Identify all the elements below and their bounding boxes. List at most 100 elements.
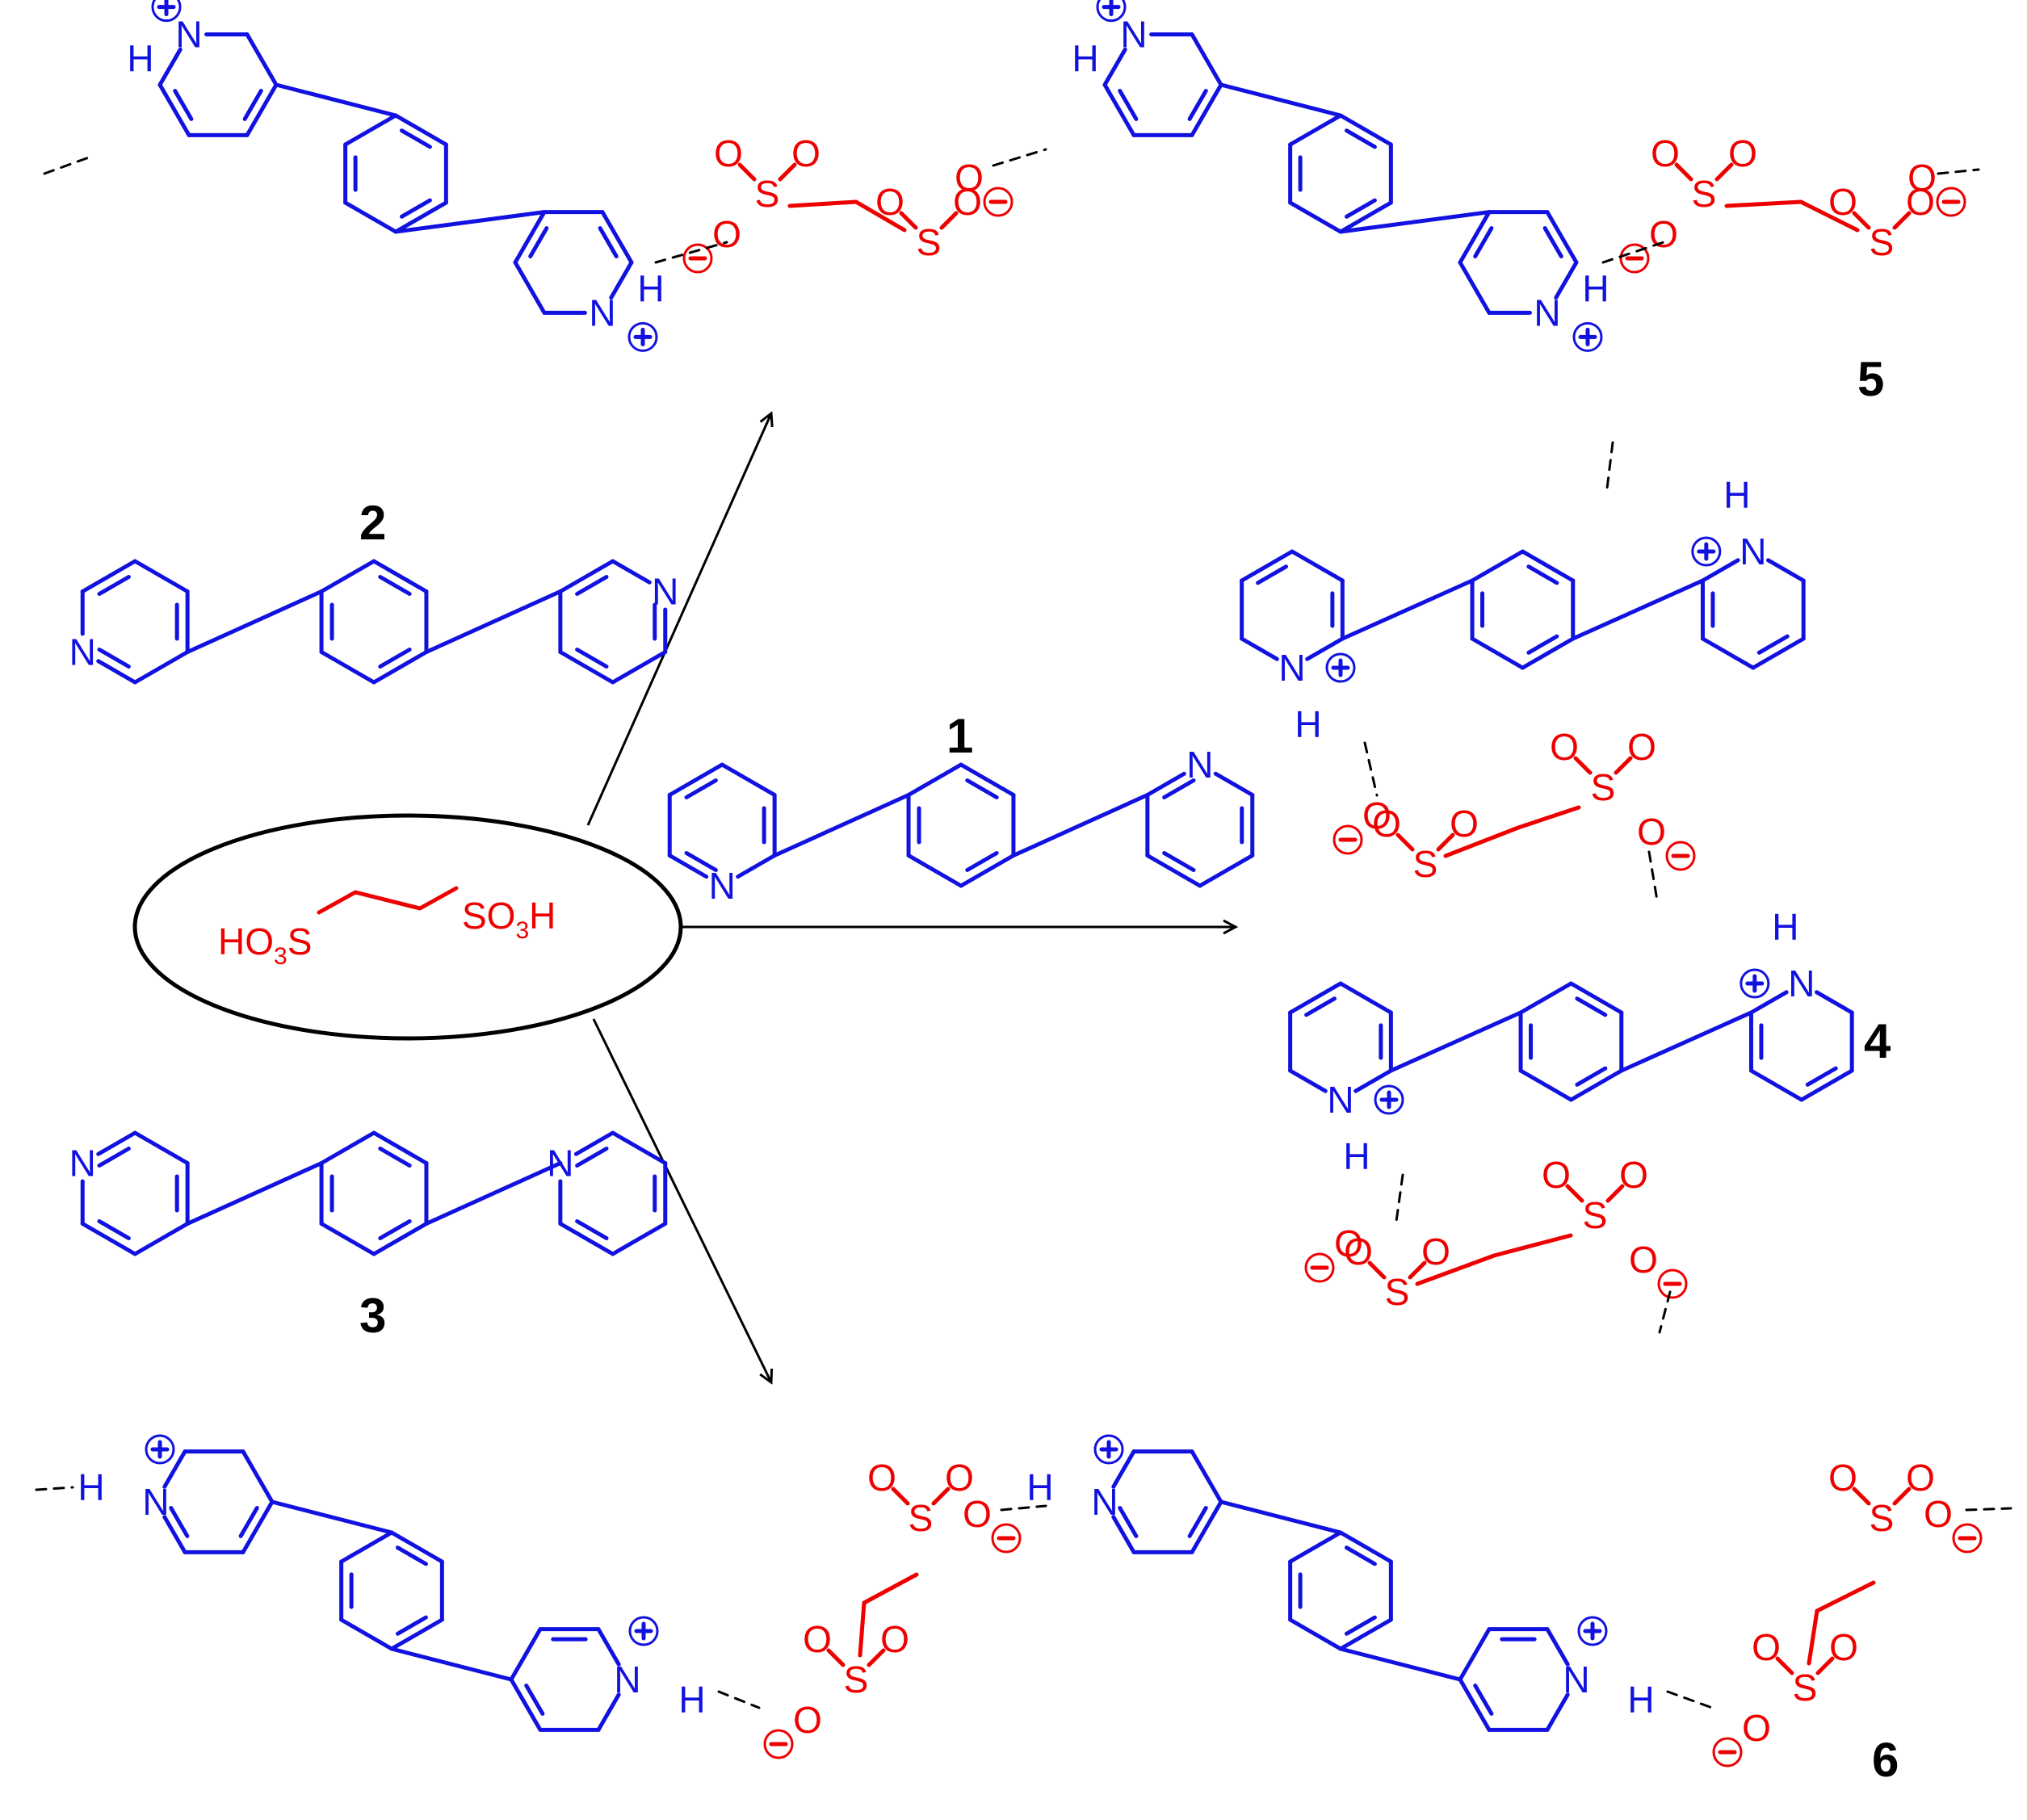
ring-bond — [596, 1627, 621, 1667]
ring-bond — [339, 1617, 394, 1651]
negative-charge-icon — [983, 187, 1014, 217]
ring-bond — [245, 32, 279, 87]
sulfur-atom: S — [1870, 221, 1895, 263]
double-bond — [575, 648, 609, 669]
ring-bond — [343, 113, 398, 147]
ring-bond — [371, 1222, 429, 1256]
benzene-ring — [339, 1530, 444, 1651]
nitrogen-atom: N — [1278, 647, 1305, 689]
aryl-link — [1571, 578, 1705, 641]
arrow-to-6 — [592, 1018, 771, 1382]
double-bond — [1344, 128, 1377, 149]
double-bond — [1805, 1066, 1838, 1087]
positive-charge-icon — [627, 321, 658, 352]
so-bond — [1674, 162, 1693, 182]
negative-charge-icon — [1936, 187, 1966, 217]
ring-bond — [371, 650, 429, 685]
so-bond — [1408, 1260, 1427, 1280]
aryl-link — [274, 82, 398, 118]
ring-bond — [906, 853, 963, 888]
pyridinium-ring: N — [509, 1627, 641, 1732]
ring-bond — [1111, 1515, 1136, 1554]
sulfur-atom: S — [1793, 1667, 1818, 1709]
ring-bond — [509, 1677, 543, 1732]
ring-bond — [1102, 47, 1127, 87]
ring-bond — [1568, 981, 1624, 1015]
double-bond — [1344, 198, 1377, 219]
positive-charge-icon — [1374, 1084, 1404, 1115]
double-bond — [1162, 778, 1196, 799]
ligand-2: NN — [69, 559, 678, 685]
ring-bond — [389, 1530, 444, 1564]
ring-bond — [1518, 1068, 1573, 1102]
oxygen-atom: O — [1728, 132, 1757, 174]
positive-charge-icon — [1093, 1434, 1124, 1465]
h-bond — [717, 1690, 761, 1709]
benzene-ring — [1288, 1530, 1393, 1651]
ring-bond — [1458, 1677, 1492, 1732]
nitrogen-atom: N — [1563, 1659, 1589, 1700]
double-bond — [1187, 1505, 1208, 1538]
ring-bond — [1290, 549, 1345, 583]
ring-bond — [1213, 771, 1255, 797]
ring-bond — [1288, 1530, 1343, 1564]
ethylene-bond — [858, 1600, 867, 1658]
sulfur-atom: S — [1692, 173, 1717, 215]
oxygen-atom: O — [1550, 726, 1579, 768]
ring-bond — [371, 1130, 429, 1165]
ring-bond — [1458, 260, 1492, 315]
double-bond — [399, 198, 432, 219]
double-bond — [598, 226, 619, 259]
oxygen-atom: O — [791, 132, 820, 174]
ring-bond — [319, 650, 376, 685]
compound-label-6: 6 — [1872, 1733, 1899, 1787]
ring-bond — [132, 1130, 190, 1165]
ring-bond — [611, 650, 668, 685]
ring-bond — [1240, 549, 1295, 583]
h-bond — [654, 241, 728, 264]
sulfur-atom: S — [1870, 1497, 1895, 1539]
ring-bond — [1470, 636, 1525, 670]
ring-bond — [371, 559, 429, 593]
ring-bond — [1568, 1068, 1624, 1102]
benzene-ring — [1470, 549, 1576, 670]
ring-bond — [736, 853, 777, 879]
double-bond — [242, 88, 263, 121]
positive-charge-icon — [1096, 0, 1127, 23]
hydrogen-atom: H — [1072, 38, 1098, 80]
nitrogen-atom: N — [142, 1481, 169, 1523]
compound-label-2: 2 — [359, 496, 386, 550]
negative-charge-icon — [1665, 841, 1696, 871]
aryl-link — [1619, 1010, 1753, 1073]
ethylene-bond — [854, 199, 907, 233]
ring-bond — [1288, 981, 1343, 1015]
central-benzene-ring — [319, 559, 429, 685]
double-bond — [524, 1683, 545, 1716]
ring-bond — [600, 210, 634, 265]
ring-bond — [1145, 853, 1202, 888]
h-bond — [1965, 1507, 2012, 1512]
ring-bond — [611, 1130, 668, 1165]
double-bond — [1162, 851, 1196, 872]
ring-bond — [1190, 1449, 1223, 1504]
ring-bond — [1458, 1627, 1492, 1682]
ring-bond — [509, 1627, 543, 1682]
sulfur-atom: S — [1591, 766, 1616, 808]
pyridinium-ring: N — [1458, 210, 1579, 333]
right-pyridine-ring: N — [547, 1130, 668, 1256]
ring-bond — [1470, 549, 1525, 583]
so-bond — [1852, 211, 1871, 230]
negative-charge-icon — [1332, 824, 1363, 855]
double-bond — [1542, 226, 1563, 259]
oxygen-atom: O — [1334, 1222, 1363, 1264]
ring-bond — [343, 200, 398, 234]
double-bond — [1344, 1545, 1377, 1566]
ring-bond — [1700, 558, 1740, 583]
oxygen-atom: O — [1651, 132, 1680, 174]
aryl-link — [1340, 578, 1475, 641]
aryl-link — [389, 1646, 514, 1682]
